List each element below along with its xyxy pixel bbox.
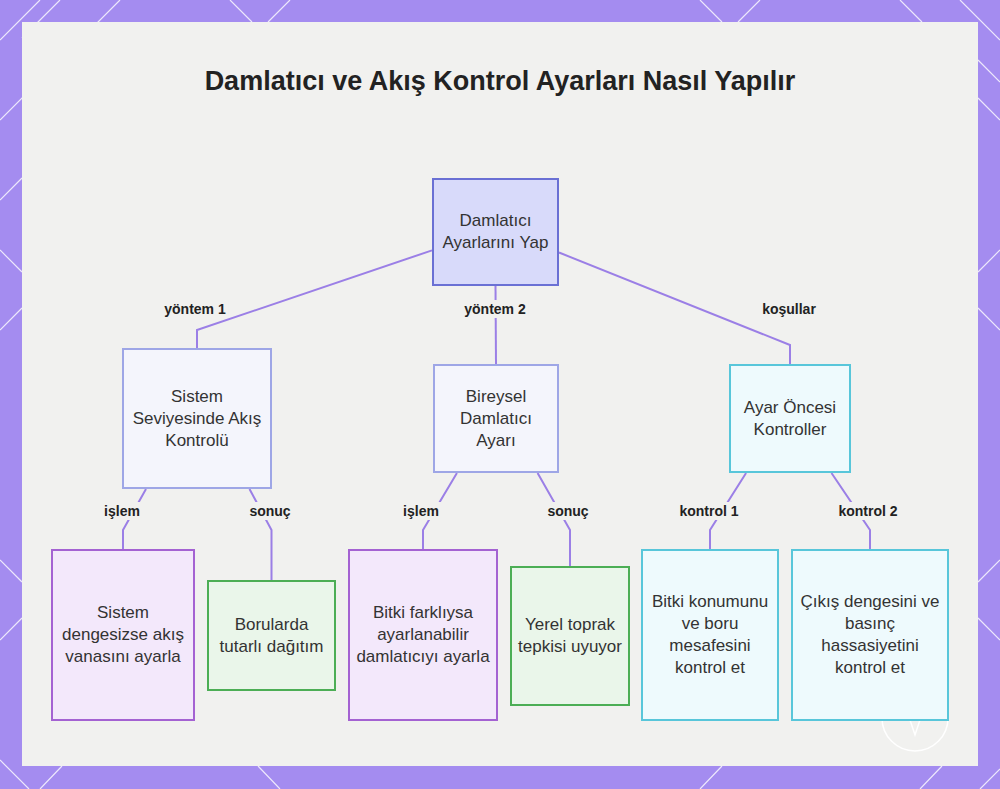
method-box: Bireysel Damlatıcı Ayarı [433, 364, 559, 473]
edge-label: kontrol 1 [676, 502, 741, 520]
node-text: Borularda tutarlı dağıtım [209, 614, 334, 658]
node-text: Yerel toprak tepkisi uyuyor [512, 614, 628, 658]
method-box: Sistem Seviyesinde Akış Kontrolü [122, 348, 272, 489]
edge-label: sonuç [544, 502, 591, 520]
text-stack: Bireysel Damlatıcı Ayarı [435, 386, 557, 452]
diagram-title: Damlatıcı ve Akış Kontrol Ayarları Nasıl… [150, 62, 850, 100]
result-box: Borularda tutarlı dağıtım [207, 580, 336, 691]
node-text: Sistem dengesizse akış vanasını ayarla [53, 602, 193, 668]
edge-label: kontrol 2 [835, 502, 900, 520]
edge-label: sonuç [246, 502, 293, 520]
node-text: Sistem Seviyesinde Akış Kontrolü [124, 386, 270, 452]
node-text: Çıkış dengesini ve basınç hassasiyetini … [793, 591, 947, 679]
node-text: Bireysel Damlatıcı Ayarı [435, 386, 557, 452]
text-stack: Yerel toprak tepkisi uyuyor [512, 614, 628, 658]
connector-line [495, 286, 498, 364]
condition-box: Ayar Öncesi Kontroller [729, 364, 851, 473]
root-box: Damlatıcı Ayarlarını Yap [432, 178, 559, 286]
edge-label: yöntem 2 [461, 300, 528, 318]
text-stack: Borularda tutarlı dağıtım [209, 614, 334, 658]
node-text: Damlatıcı Ayarlarını Yap [434, 210, 557, 254]
edge-label: işlem [101, 502, 143, 520]
text-stack: Çıkış dengesini ve basınç hassasiyetini … [793, 591, 947, 679]
edge-label: işlem [400, 502, 442, 520]
text-stack: Bitki konumunu ve boru mesafesini kontro… [643, 591, 777, 679]
edge-label: koşullar [759, 300, 819, 318]
text-stack: Bitki farklıysa ayarlanabilir damlatıcıy… [350, 602, 496, 668]
result-box: Yerel toprak tepkisi uyuyor [510, 566, 630, 706]
connector-line [197, 250, 432, 348]
node-text: Ayar Öncesi Kontroller [731, 397, 849, 441]
action-box: Bitki farklıysa ayarlanabilir damlatıcıy… [348, 549, 498, 721]
check-box: Bitki konumunu ve boru mesafesini kontro… [641, 549, 779, 721]
connector-line [559, 253, 790, 364]
action-box: Sistem dengesizse akış vanasını ayarla [51, 549, 195, 721]
text-stack: Damlatıcı Ayarlarını Yap [434, 210, 557, 254]
text-stack: Sistem Seviyesinde Akış Kontrolü [124, 386, 270, 452]
text-stack: Ayar Öncesi Kontroller [731, 397, 849, 441]
text-stack: Sistem dengesizse akış vanasını ayarla [53, 602, 193, 668]
node-text: Bitki farklıysa ayarlanabilir damlatıcıy… [350, 602, 496, 668]
node-text: Bitki konumunu ve boru mesafesini kontro… [643, 591, 777, 679]
check-box: Çıkış dengesini ve basınç hassasiyetini … [791, 549, 949, 721]
edge-label: yöntem 1 [161, 300, 228, 318]
